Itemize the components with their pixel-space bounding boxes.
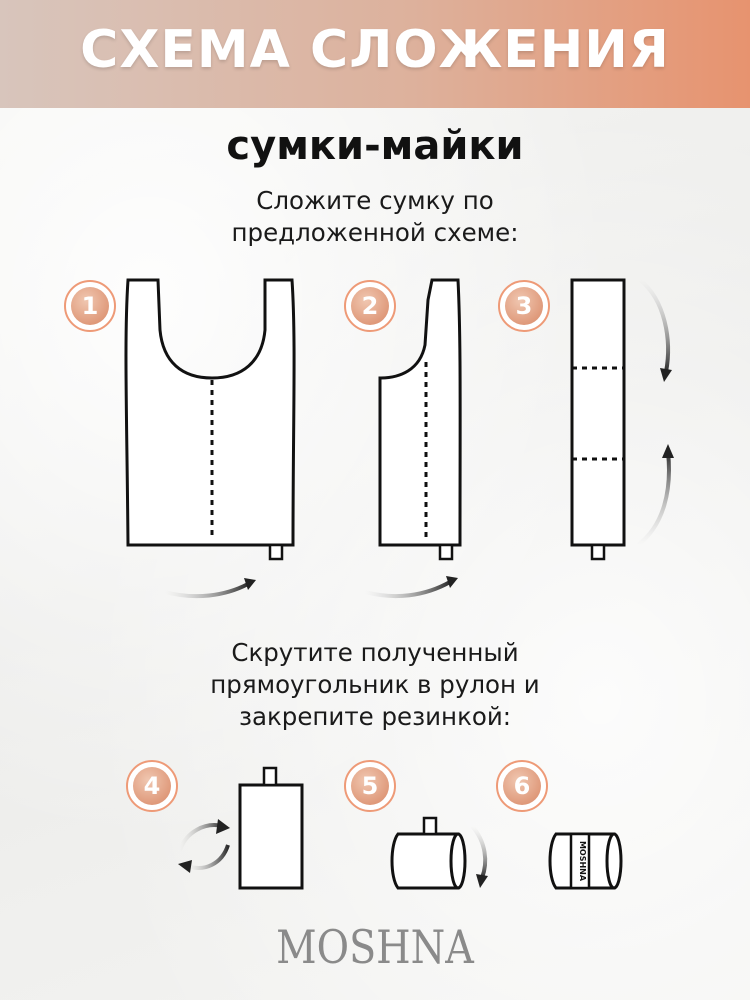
- rotate-arrow-icon: [178, 823, 223, 851]
- instruction-line: закрепите резинкой:: [238, 702, 512, 731]
- subtitle: сумки-майки: [226, 123, 524, 169]
- bag-step-2-icon: [378, 278, 462, 547]
- elastic-band-icon: [569, 832, 591, 890]
- roll-arrow-icon: [470, 824, 488, 879]
- instruction-rolling: Скрутите полученный прямоугольник в руло…: [0, 637, 750, 733]
- tab-icon: [268, 543, 284, 561]
- tab-icon: [590, 543, 606, 561]
- fold-down-arrow-icon: [638, 278, 670, 373]
- bag-step-5-icon: [390, 832, 460, 890]
- step-2-badge: 2: [344, 280, 396, 332]
- page-title: СХЕМА СЛОЖЕНИЯ: [80, 20, 670, 80]
- fold-right-arrow-icon: [364, 580, 451, 599]
- instruction-folding: Сложите сумку по предложенной схеме:: [0, 185, 750, 249]
- header-banner: [0, 0, 750, 108]
- bag-step-1-icon: [124, 278, 296, 547]
- rotate-arrow-icon: [187, 844, 230, 870]
- fold-right-arrow-icon: [164, 582, 249, 599]
- instruction-line: Сложите сумку по: [256, 186, 494, 215]
- bag-step-3-icon: [570, 278, 626, 547]
- band-label: MOSHNA: [578, 841, 587, 882]
- tab-icon: [438, 543, 454, 561]
- tab-icon: [262, 766, 278, 787]
- bag-step-4-icon: [238, 783, 304, 890]
- brand-logo: MOSHNA: [276, 920, 474, 974]
- step-1-badge: 1: [64, 280, 116, 332]
- step-6-badge: 6: [496, 760, 548, 812]
- step-5-badge: 5: [344, 760, 396, 812]
- step-4-badge: 4: [126, 760, 178, 812]
- step-3-badge: 3: [498, 280, 550, 332]
- instruction-line: предложенной схеме:: [231, 218, 519, 247]
- tab-icon: [422, 816, 438, 836]
- instruction-line: прямоугольник в рулон и: [210, 670, 540, 699]
- instruction-line: Скрутите полученный: [231, 638, 519, 667]
- fold-up-arrow-icon: [636, 451, 671, 547]
